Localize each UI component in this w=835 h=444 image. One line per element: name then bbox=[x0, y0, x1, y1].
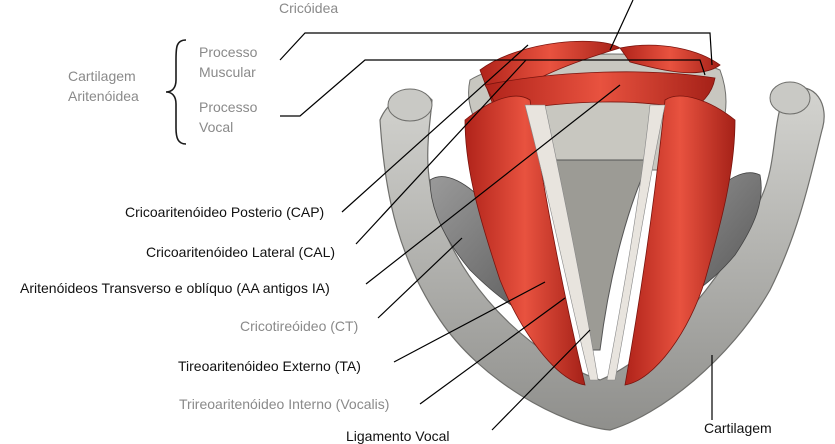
leader-vocalis bbox=[419, 297, 566, 405]
leader-processo-muscular bbox=[279, 32, 713, 66]
leader-ct bbox=[377, 237, 463, 319]
label-cartilagem: Cartilagem bbox=[704, 420, 772, 436]
label-processo-vocal-1: Processo bbox=[199, 99, 258, 115]
leader-cricoidea bbox=[609, 0, 634, 51]
label-ta: Tireoaritenóideo Externo (TA) bbox=[178, 358, 361, 374]
label-processo-muscular-1: Processo bbox=[199, 44, 258, 60]
label-cartilagem-aritenoidea-1: Cartilagem bbox=[68, 68, 136, 84]
leader-aa bbox=[365, 84, 621, 285]
thyroid-cartilage bbox=[379, 81, 825, 431]
leader-ta bbox=[393, 281, 546, 363]
label-aa: Aritenóideos Transverso e oblíquo (AA an… bbox=[20, 280, 330, 296]
label-vocalis: Trireoaritenóideo Interno (Vocalis) bbox=[179, 396, 390, 412]
leader-processo-vocal bbox=[280, 59, 706, 117]
red-muscles bbox=[464, 40, 736, 386]
label-ligamento-vocal: Ligamento Vocal bbox=[346, 428, 450, 444]
label-cap: Cricoaritenóideo Posterio (CAP) bbox=[125, 204, 325, 220]
label-processo-vocal-2: Vocal bbox=[199, 119, 234, 135]
label-cal: Cricoaritenóideo Lateral (CAL) bbox=[146, 244, 336, 260]
leader-cal bbox=[355, 59, 527, 245]
leader-cap bbox=[341, 44, 529, 213]
leader-ligamento bbox=[491, 329, 591, 431]
label-processo-muscular-2: Muscular bbox=[199, 64, 256, 80]
leader-lines bbox=[279, 0, 713, 431]
label-cartilagem-aritenoidea-2: Aritenóidea bbox=[68, 88, 139, 104]
brace bbox=[165, 39, 187, 145]
label-ct: Cricotireóideo (CT) bbox=[240, 318, 359, 334]
label-cricoidea: Cricóidea bbox=[279, 0, 339, 16]
